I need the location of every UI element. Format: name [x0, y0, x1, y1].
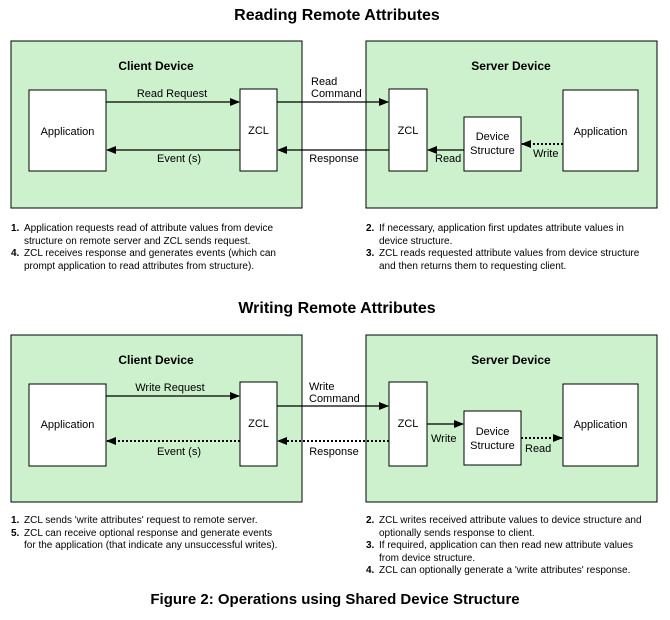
reading-device-structure-label-1: Device — [476, 131, 510, 143]
note-number: 3. — [366, 540, 375, 551]
reading-title: Reading Remote Attributes — [234, 7, 440, 24]
writing-client-zcl-box — [239, 381, 278, 467]
writing-notes-left: 1. ZCL sends 'write attributes' request t… — [11, 515, 311, 553]
note-text: If required, application can then read n… — [379, 540, 634, 551]
reading-event-label: Event (s) — [157, 153, 201, 165]
note-text: structure on remote server and ZCL sends… — [24, 235, 251, 247]
reading-notes-left: 1. Application requests read of attribute… — [11, 223, 311, 273]
note-text: ZCL can receive optional response and ge… — [24, 527, 273, 539]
reading-client-zcl-box — [239, 88, 278, 172]
reading-client-zcl-label: ZCL — [248, 125, 269, 137]
note-number: 3. — [366, 248, 375, 259]
writing-write-request-label: Write Request — [135, 382, 205, 394]
reading-server-device-label: Server Device — [471, 59, 551, 73]
note-text: optionally sends response to client. — [379, 527, 535, 539]
writing-note-1: 1. ZCL sends 'write attributes' request t… — [11, 515, 311, 528]
writing-note-5: 5. ZCL can receive optional response and … — [11, 528, 311, 553]
reading-server-zcl-label: ZCL — [398, 125, 419, 137]
writing-device-structure-label-2: Structure — [470, 440, 515, 452]
writing-write-label: Write — [431, 433, 456, 445]
writing-notes-right: 2. ZCL writes received attribute values t… — [366, 515, 666, 578]
reading-note-3: 3. ZCL reads requested attribute values f… — [366, 248, 666, 273]
note-text: Application requests read of attribute v… — [24, 223, 274, 234]
writing-note-3: 3. If required, application can then read… — [366, 540, 666, 565]
writing-server-zcl-label: ZCL — [398, 418, 419, 430]
reading-server-application-box — [562, 89, 639, 172]
note-text: from device structure. — [379, 552, 476, 564]
reading-client-device-label: Client Device — [118, 59, 194, 73]
figure-caption: Figure 2: Operations using Shared Device… — [150, 591, 520, 608]
note-text: device structure. — [379, 235, 453, 247]
reading-server-application-label: Application — [574, 126, 628, 138]
writing-device-structure-box — [463, 410, 522, 466]
writing-client-application-label: Application — [41, 419, 95, 431]
reading-note-2: 2. If necessary, application first update… — [366, 223, 666, 248]
writing-server-application-label: Application — [574, 419, 628, 431]
writing-client-application-box — [28, 383, 107, 467]
note-text: prompt application to read attributes fr… — [24, 260, 255, 272]
writing-client-zcl-label: ZCL — [248, 418, 269, 430]
writing-response-label: Response — [309, 446, 359, 458]
note-number: 1. — [11, 515, 20, 526]
note-text: ZCL reads requested attribute values fro… — [379, 248, 640, 259]
note-number: 4. — [366, 565, 375, 576]
writing-server-zcl-box — [388, 381, 428, 467]
note-text: ZCL receives response and generates even… — [24, 248, 276, 259]
reading-read-command-label-2: Command — [311, 88, 362, 100]
writing-client-device-label: Client Device — [118, 353, 194, 367]
reading-write-label: Write — [533, 148, 558, 160]
reading-client-application-box — [28, 89, 107, 172]
note-text: and then returns them to requesting clie… — [379, 260, 567, 272]
reading-note-4: 4. ZCL receives response and generates ev… — [11, 248, 311, 273]
writing-note-2: 2. ZCL writes received attribute values t… — [366, 515, 666, 540]
reading-client-application-label: Application — [41, 126, 95, 138]
note-number: 2. — [366, 515, 375, 526]
reading-read-label: Read — [435, 153, 461, 165]
writing-title: Writing Remote Attributes — [238, 300, 435, 317]
reading-device-structure-label-2: Structure — [470, 145, 515, 157]
writing-server-device-label: Server Device — [471, 353, 551, 367]
writing-server-application-box — [562, 383, 639, 467]
writing-note-4: 4. ZCL can optionally generate a 'write a… — [366, 565, 666, 578]
note-number: 1. — [11, 223, 20, 234]
reading-notes-right: 2. If necessary, application first update… — [366, 223, 666, 273]
note-text: ZCL can optionally generate a 'write att… — [379, 565, 631, 576]
reading-response-label: Response — [309, 153, 359, 165]
note-text: ZCL writes received attribute values to … — [379, 515, 642, 526]
writing-write-command-label-2: Command — [309, 393, 360, 405]
writing-read-label: Read — [525, 443, 551, 455]
note-text: If necessary, application first updates … — [379, 223, 624, 234]
writing-event-label: Event (s) — [157, 446, 201, 458]
reading-read-command-label-1: Read — [311, 76, 337, 88]
note-text: for the application (that indicate any u… — [24, 540, 278, 551]
note-number: 5. — [11, 527, 20, 539]
reading-note-1: 1. Application requests read of attribute… — [11, 223, 311, 248]
writing-device-structure-label-1: Device — [476, 426, 510, 438]
note-text: ZCL sends 'write attributes' request to … — [24, 515, 258, 526]
reading-read-request-label: Read Request — [137, 88, 207, 100]
note-number: 2. — [366, 223, 375, 234]
reading-server-zcl-box — [388, 88, 428, 172]
reading-device-structure-box — [463, 116, 522, 172]
note-number: 4. — [11, 248, 20, 259]
writing-write-command-label-1: Write — [309, 381, 334, 393]
